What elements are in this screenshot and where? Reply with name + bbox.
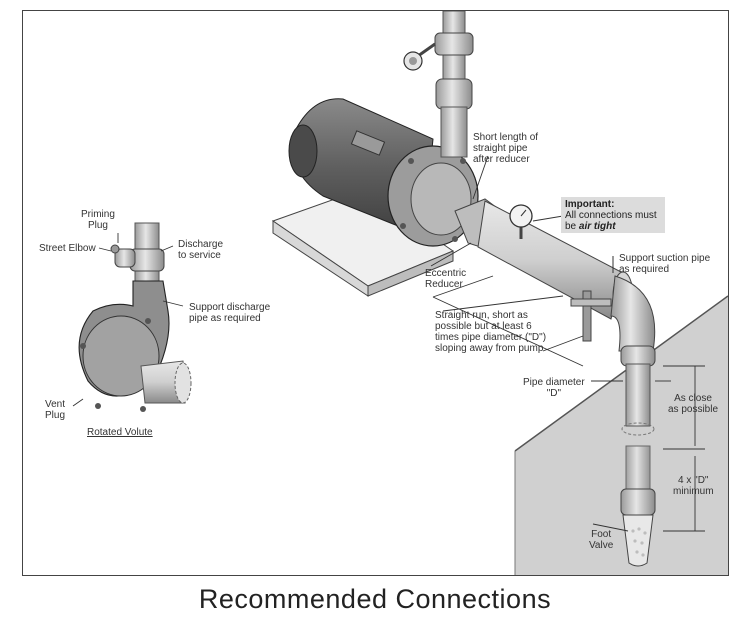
important-title: Important: <box>565 199 615 210</box>
suction-pipe <box>454 198 656 567</box>
label-pipe-diameter: Pipe diameter"D" <box>523 377 585 399</box>
pump-illustration <box>72 11 728 575</box>
important-emphasis: air tight <box>578 221 616 232</box>
important-line1: All connections must <box>565 210 657 221</box>
suction-support <box>570 256 614 342</box>
figure-caption: Recommended Connections <box>198 584 552 614</box>
important-note: Important: All connections must be air t… <box>561 197 665 233</box>
label-four-d-minimum: 4 x "D"minimum <box>673 475 714 497</box>
label-street-elbow: Street Elbow <box>39 243 96 254</box>
leader-lines <box>430 155 705 532</box>
pressure-gauge <box>509 204 533 239</box>
small-leader-lines <box>72 233 184 407</box>
pump-volute <box>387 145 479 247</box>
important-line2-prefix: be <box>565 221 579 232</box>
rotated-volute-illustration <box>78 222 192 412</box>
label-rotated-volute: Rotated Volute <box>87 427 153 438</box>
discharge-riser <box>403 11 474 158</box>
